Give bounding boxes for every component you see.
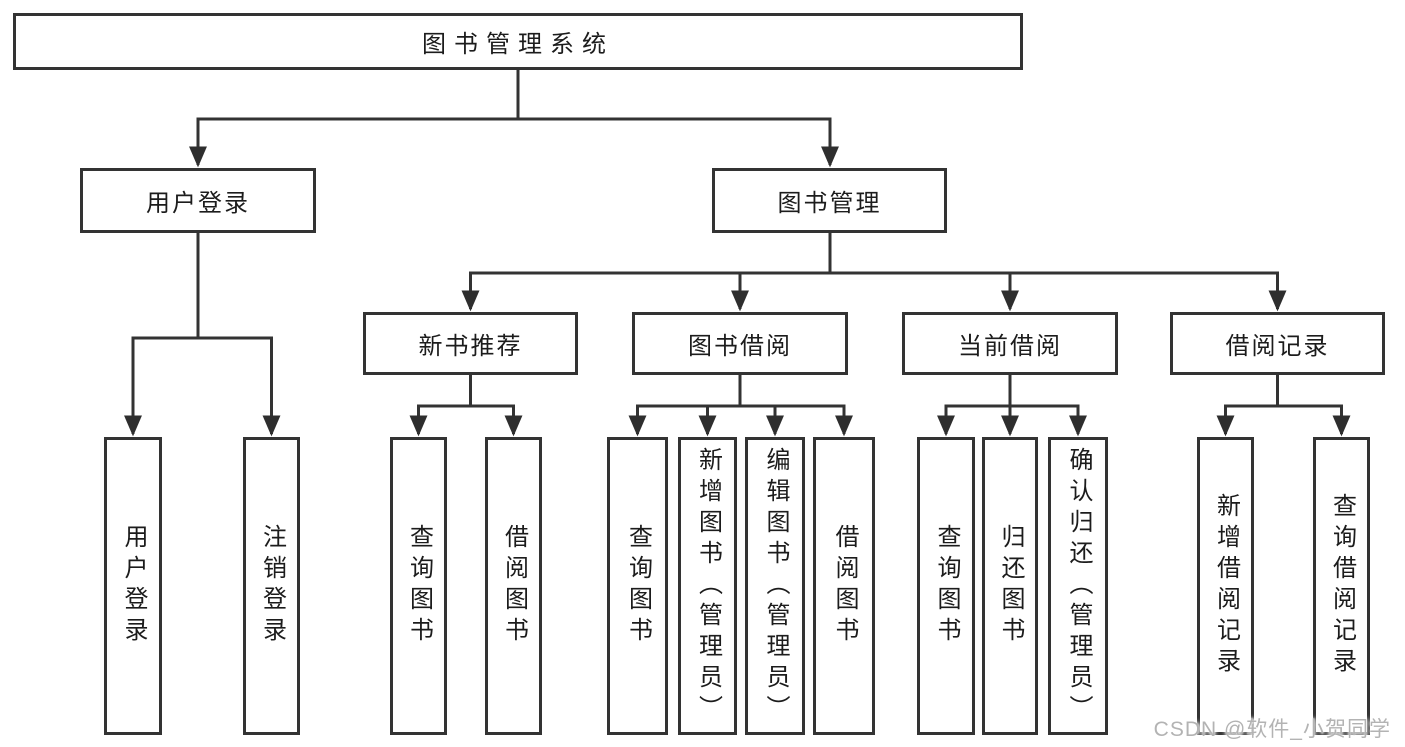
node-label: 查询借阅记录	[1328, 493, 1356, 679]
node-label: 查询图书	[405, 524, 433, 648]
node-label: 新增图书（管理员）	[694, 446, 722, 726]
node-user-login: 用户登录	[80, 168, 316, 233]
node-label: 借阅图书	[500, 524, 528, 648]
leaf-logout: 注销登录	[243, 437, 300, 735]
leaf-add-book-admin: 新增图书（管理员）	[678, 437, 737, 735]
node-label: 用户登录	[120, 524, 147, 648]
leaf-return-book: 归还图书	[982, 437, 1038, 735]
leaf-confirm-return-admin: 确认归还（管理员）	[1048, 437, 1108, 735]
node-book-borrow: 图书借阅	[632, 312, 848, 375]
node-label: 编辑图书（管理员）	[762, 446, 789, 726]
node-label: 图书借阅	[688, 333, 792, 360]
node-label: 用户登录	[146, 190, 250, 217]
node-label: 新书推荐	[418, 333, 523, 360]
leaf-query-borrow-record: 查询借阅记录	[1313, 437, 1370, 735]
node-current-borrow: 当前借阅	[902, 312, 1118, 375]
node-label: 当前借阅	[958, 333, 1062, 360]
node-root-library-system: 图书管理系统	[13, 13, 1023, 70]
node-label: 图书管理	[777, 190, 882, 217]
leaf-query-books-current: 查询图书	[917, 437, 975, 735]
leaf-borrow-books-borrow: 借阅图书	[813, 437, 875, 735]
leaf-query-books-recommend: 查询图书	[390, 437, 447, 735]
watermark: CSDN @软件_小贺同学	[1153, 718, 1391, 741]
node-new-book-recommend: 新书推荐	[363, 312, 578, 375]
node-label: 图书管理系统	[422, 31, 614, 58]
node-label: 归还图书	[997, 524, 1024, 648]
leaf-edit-book-admin: 编辑图书（管理员）	[745, 437, 805, 735]
node-label: 借阅图书	[831, 524, 858, 648]
node-label: 查询图书	[933, 524, 960, 648]
node-borrow-records: 借阅记录	[1170, 312, 1385, 375]
leaf-add-borrow-record: 新增借阅记录	[1197, 437, 1254, 735]
node-label: 注销登录	[258, 524, 286, 648]
node-label: 借阅记录	[1225, 333, 1330, 360]
leaf-query-books-borrow: 查询图书	[607, 437, 668, 735]
leaf-borrow-books-recommend: 借阅图书	[485, 437, 542, 735]
node-label: 查询图书	[624, 524, 652, 648]
node-label: 确认归还（管理员）	[1065, 446, 1092, 726]
node-book-management: 图书管理	[712, 168, 947, 233]
node-label: 新增借阅记录	[1212, 493, 1240, 679]
leaf-user-login: 用户登录	[104, 437, 162, 735]
